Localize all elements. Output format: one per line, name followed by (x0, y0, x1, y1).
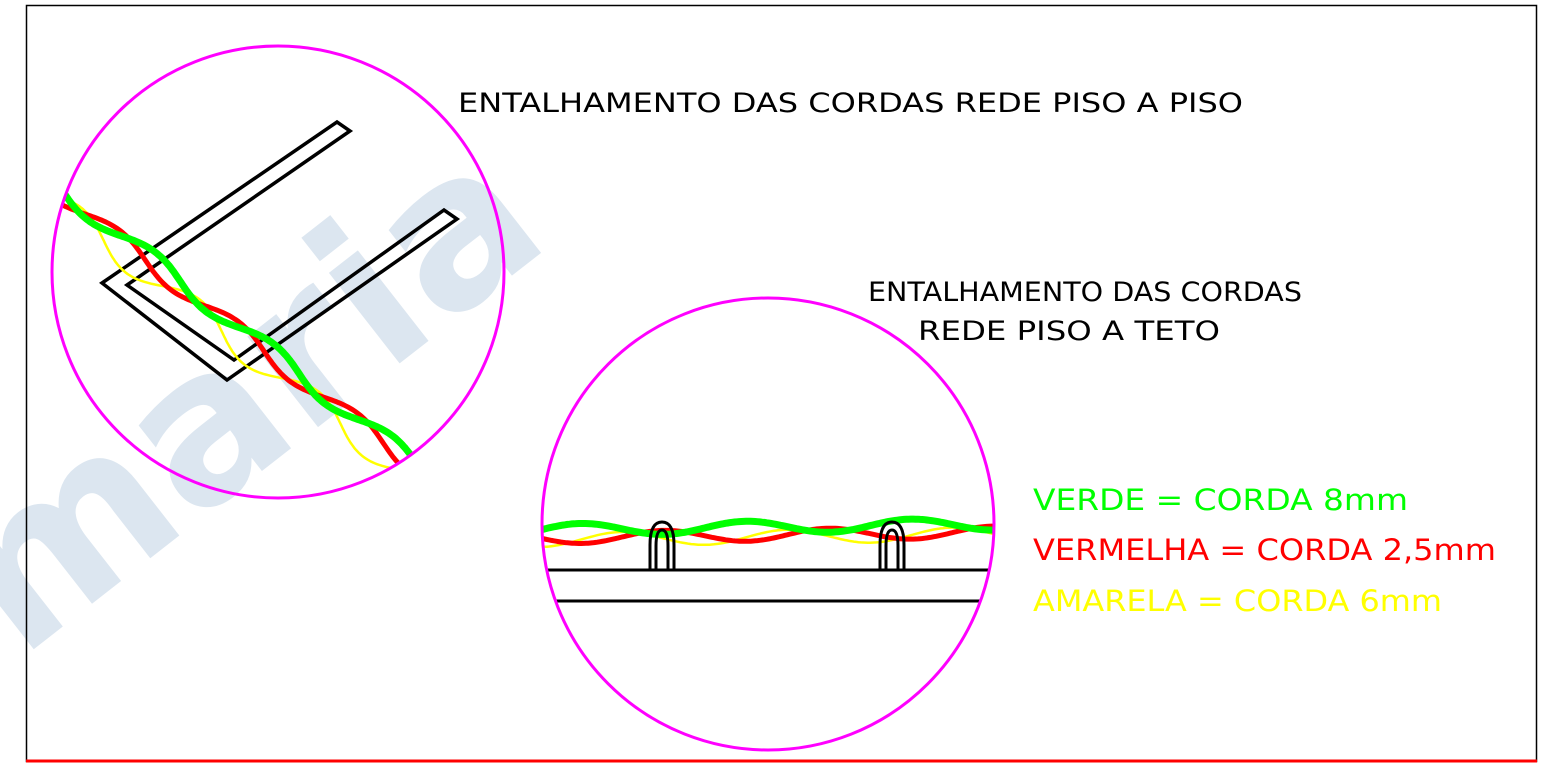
title-floor-to-floor: ENTALHAMENTO DAS CORDAS REDE PISO A PISO (458, 88, 1243, 119)
legend-red: VERMELHA = CORDA 2,5mm (1033, 533, 1496, 567)
rope-yellow-6mm (67, 199, 401, 472)
hook-outline-outer (99, 119, 461, 383)
detail2-circle (540, 296, 996, 752)
detail2-contents (542, 515, 994, 603)
legend-yellow: AMARELA = CORDA 6mm (1033, 584, 1442, 618)
title-floor-to-ceiling-line1: ENTALHAMENTO DAS CORDAS (868, 277, 1302, 308)
detail-floor-to-ceiling (540, 296, 996, 752)
detail1-circle (50, 44, 506, 500)
rope-green-8mm (59, 188, 414, 457)
rope-legend: VERDE = CORDA 8mm VERMELHA = CORDA 2,5mm… (1033, 483, 1496, 618)
title-floor-to-ceiling-line2: REDE PISO A TETO (918, 316, 1220, 347)
detail-floor-to-floor (50, 44, 506, 500)
hook-loop-left (648, 520, 676, 570)
rope-green-8mm (542, 515, 994, 538)
legend-green: VERDE = CORDA 8mm (1033, 483, 1408, 517)
rope-red-2-5mm (542, 523, 994, 546)
hook-loop-right (878, 520, 906, 570)
rope-yellow-6mm (542, 526, 994, 549)
detail1-contents (56, 119, 461, 472)
